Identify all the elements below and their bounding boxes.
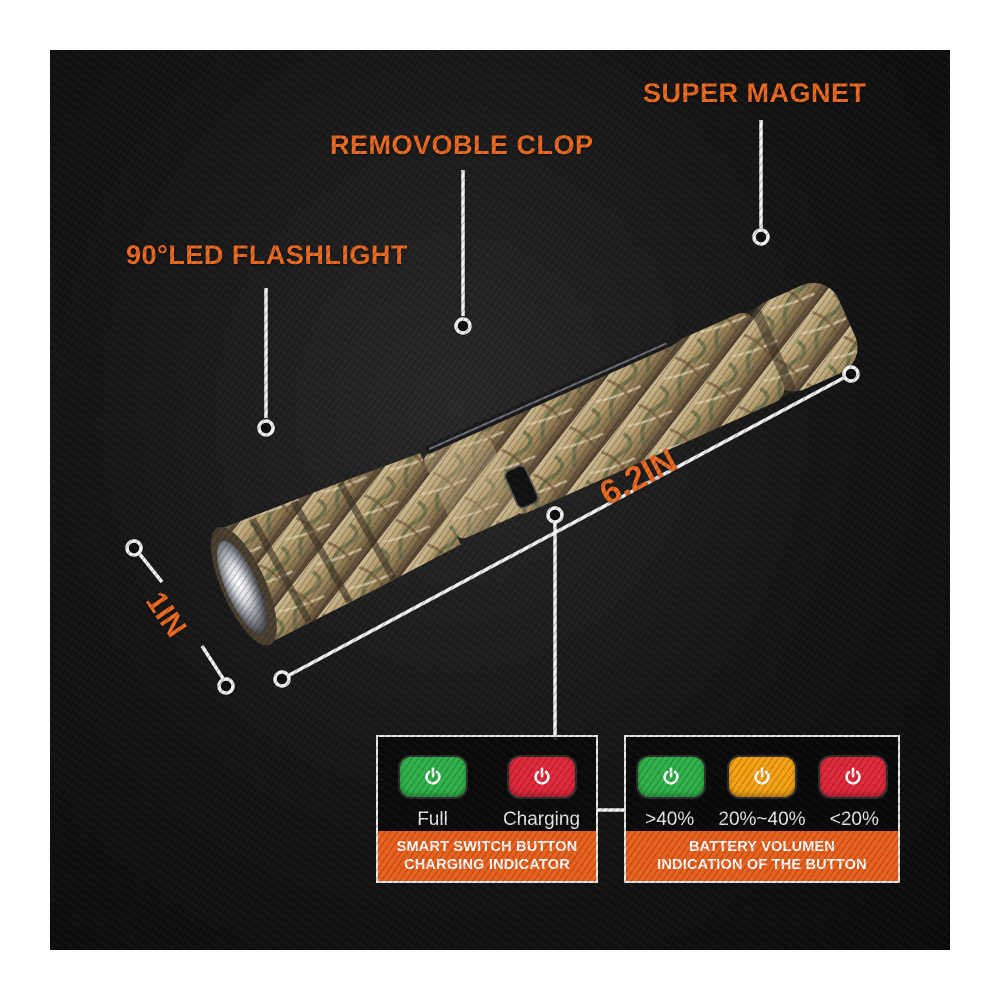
- battery-label-row: >40% 20%~40% <20%: [626, 809, 898, 831]
- medium-battery-button: [728, 757, 795, 797]
- power-icon: [663, 767, 679, 785]
- high-battery-label: >40%: [645, 809, 695, 830]
- removable-clip-label: REMOVOBLE CLOP: [330, 130, 594, 160]
- flashlight-body: [211, 282, 858, 646]
- full-indicator-button: [399, 757, 466, 797]
- charging-indicator-panel: Full Charging SMART SWITCH BUTTON CHARGI…: [376, 735, 598, 883]
- power-icon: [844, 767, 861, 785]
- banner-line: INDICATION OF THE BUTTON: [657, 857, 867, 873]
- super-magnet-label: SUPER MAGNET: [643, 78, 867, 108]
- power-icon: [424, 767, 441, 785]
- flashlight-illustration: [125, 120, 860, 812]
- charging-label: Charging: [502, 809, 581, 830]
- low-battery-button: [819, 757, 886, 797]
- power-icon: [754, 767, 770, 785]
- battery-indicator-banner: BATTERY VOLUMEN INDICATION OF THE BUTTON: [626, 831, 898, 881]
- led-flashlight-label: 90°LED FLASHLIGHT: [126, 240, 408, 270]
- high-battery-button: [638, 757, 705, 797]
- medium-battery-label: 20%~40%: [718, 809, 806, 830]
- banner-line: SMART SWITCH BUTTON: [396, 839, 578, 855]
- full-label: Full: [417, 809, 448, 830]
- power-icon: [533, 767, 550, 785]
- charging-indicator-button: [508, 757, 575, 797]
- charging-button-row: [378, 757, 596, 797]
- battery-button-row: [626, 757, 898, 797]
- battery-indicator-panel: >40% 20%~40% <20% BATTERY VOLUMEN INDICA…: [624, 735, 900, 883]
- product-canvas: SUPER MAGNET REMOVOBLE CLOP 90°LED FLASH…: [50, 50, 950, 950]
- charging-indicator-banner: SMART SWITCH BUTTON CHARGING INDICATOR: [378, 831, 596, 881]
- low-battery-label: <20%: [829, 809, 879, 830]
- charging-label-row: Full Charging: [378, 809, 596, 831]
- banner-line: BATTERY VOLUMEN: [688, 839, 836, 855]
- banner-line: CHARGING INDICATOR: [404, 857, 570, 873]
